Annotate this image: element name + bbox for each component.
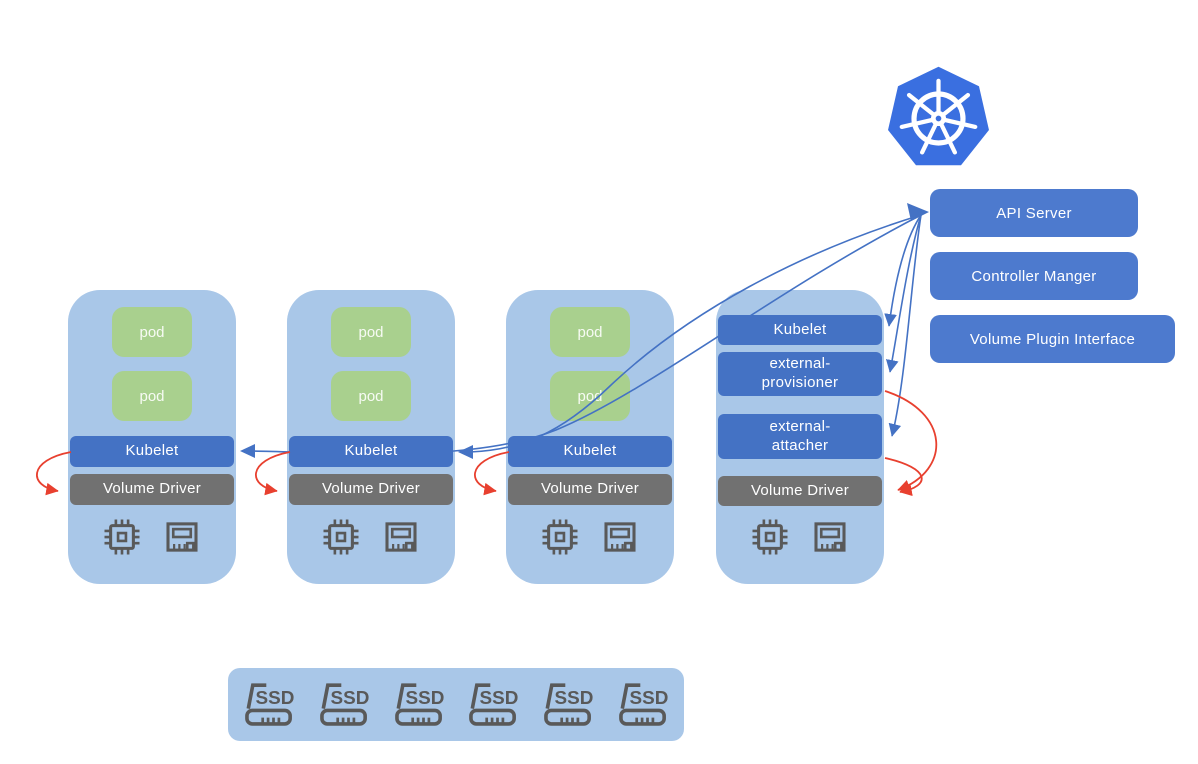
external-provisioner-label: external-provisioner xyxy=(761,355,839,391)
memory-icon xyxy=(385,522,417,552)
svg-text:SSD: SSD xyxy=(256,688,295,709)
ssd-rack: SSD SSD SSD SSD SSD xyxy=(228,668,684,741)
memory-icon xyxy=(604,522,636,552)
api-server-box: API Server xyxy=(930,189,1138,237)
cpu-icon xyxy=(104,519,140,555)
worker-node-1: pod pod Kubelet Volume Driver xyxy=(68,290,236,584)
pod-box: pod xyxy=(331,371,411,421)
volume-driver-bar: Volume Driver xyxy=(508,474,672,505)
ssd-icon: SSD xyxy=(469,682,519,726)
node1-kubelet-arrowhead xyxy=(240,444,255,458)
svg-text:SSD: SSD xyxy=(405,688,444,709)
ssd-icon: SSD xyxy=(319,682,369,726)
memory-icon xyxy=(166,522,198,552)
api-to-csi-node-arrows xyxy=(884,214,922,437)
api-server-arrowhead xyxy=(907,203,929,221)
node-hardware-icons xyxy=(287,514,455,562)
api-to-external-provisioner-arrow xyxy=(885,214,922,373)
cpu-icon xyxy=(542,519,578,555)
pod-box: pod xyxy=(550,307,630,357)
kubelet-bar: Kubelet xyxy=(289,436,453,467)
ssd-icon: SSD xyxy=(394,682,444,726)
ssd-icon: SSD xyxy=(544,682,594,726)
svg-text:SSD: SSD xyxy=(480,688,519,709)
node-hardware-icons xyxy=(716,514,884,562)
red-arrow-attacher-to-driver xyxy=(884,457,923,497)
node2-kubelet-arrowhead xyxy=(458,445,473,459)
svg-text:SSD: SSD xyxy=(330,688,369,709)
pod-box: pod xyxy=(550,371,630,421)
cpu-icon xyxy=(323,519,359,555)
pod-box: pod xyxy=(331,307,411,357)
external-attacher-label: external-attacher xyxy=(769,417,831,454)
csi-node: Kubelet external-provisioner external-at… xyxy=(716,290,884,584)
api-to-kubelet4-arrow xyxy=(884,214,922,327)
worker-node-2: pod pod Kubelet Volume Driver xyxy=(287,290,455,584)
ssd-icon: SSD xyxy=(245,682,295,726)
volume-driver-bar: Volume Driver xyxy=(718,476,882,506)
svg-text:SSD: SSD xyxy=(629,688,668,709)
ssd-icon: SSD xyxy=(619,682,668,726)
pod-box: pod xyxy=(112,307,192,357)
kubelet-bar: Kubelet xyxy=(508,436,672,467)
cpu-icon xyxy=(752,519,788,555)
volume-driver-bar: Volume Driver xyxy=(289,474,453,505)
red-arrow-node2 xyxy=(255,451,291,496)
node-hardware-icons xyxy=(506,514,674,562)
api-to-external-attacher-arrow xyxy=(888,214,922,437)
svg-text:SSD: SSD xyxy=(555,688,594,709)
kubernetes-logo xyxy=(888,66,989,166)
controller-manager-box: Controller Manger xyxy=(930,252,1138,300)
kubelet-bar: Kubelet xyxy=(70,436,234,467)
volume-driver-bar: Volume Driver xyxy=(70,474,234,505)
node-hardware-icons xyxy=(68,514,236,562)
pod-box: pod xyxy=(112,371,192,421)
external-provisioner-bar: external-provisioner xyxy=(718,352,882,396)
red-arrow-node3 xyxy=(474,451,510,496)
red-arrow-provisioner-to-driver xyxy=(884,390,938,492)
kubelet-bar: Kubelet xyxy=(718,315,882,345)
volume-plugin-interface-box: Volume Plugin Interface xyxy=(930,315,1175,363)
external-attacher-bar: external-attacher xyxy=(718,414,882,459)
red-arrow-node1 xyxy=(36,451,72,496)
memory-icon xyxy=(814,522,846,552)
worker-node-3: pod pod Kubelet Volume Driver xyxy=(506,290,674,584)
